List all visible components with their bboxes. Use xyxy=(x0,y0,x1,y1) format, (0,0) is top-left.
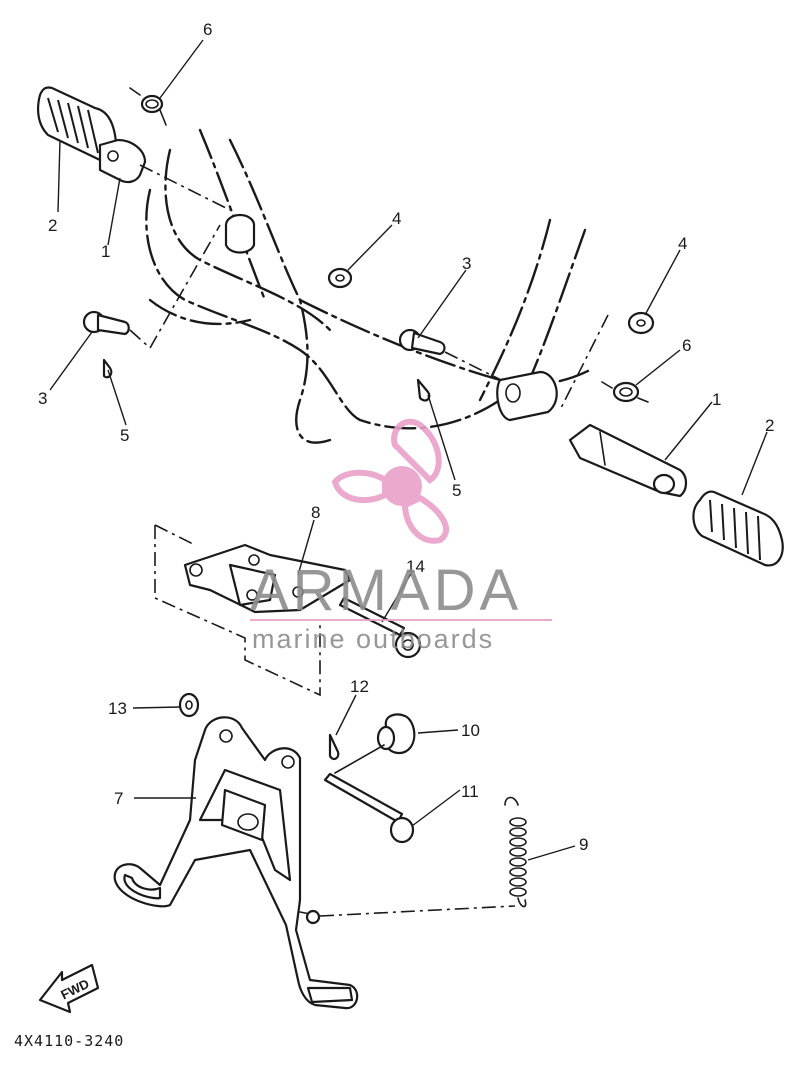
washer-13 xyxy=(178,692,200,718)
washer-4-left xyxy=(327,267,353,289)
callout-6-left: 6 xyxy=(203,20,212,39)
callout-12: 12 xyxy=(350,677,369,696)
callout-2-right: 2 xyxy=(765,416,774,435)
frame-mount-left xyxy=(224,213,256,254)
footrest-rubber-2-left xyxy=(37,86,117,162)
callout-5-left: 5 xyxy=(120,426,129,445)
callout-4-left: 4 xyxy=(392,209,401,228)
footrest-bracket-1-left xyxy=(98,138,231,211)
spring-6-right xyxy=(601,381,649,403)
callout-3-left: 3 xyxy=(38,389,47,408)
callout-5-right: 5 xyxy=(452,481,461,500)
watermark-tagline: marine outboards xyxy=(252,624,494,654)
footrest-rubber-2-right xyxy=(692,490,784,567)
callout-7: 7 xyxy=(114,789,123,808)
cotter-pin-5-right xyxy=(416,378,431,402)
callout-11: 11 xyxy=(461,782,479,801)
frame-mount-right xyxy=(496,370,558,422)
washer-4-right xyxy=(559,311,655,411)
callout-3-right: 3 xyxy=(462,254,471,273)
callout-6-right: 6 xyxy=(682,336,691,355)
callout-14: 14 xyxy=(406,557,425,576)
watermark-brand: ARMADA xyxy=(250,558,522,623)
part-code: 4X4110-3240 xyxy=(14,1032,124,1050)
callout-8: 8 xyxy=(311,503,320,522)
spring-9 xyxy=(319,796,527,917)
cotter-pin-12 xyxy=(328,733,340,761)
stand-bracket-8 xyxy=(154,524,352,697)
center-stand-7 xyxy=(113,716,359,1010)
callout-1-right: 1 xyxy=(712,390,721,409)
callout-4-right: 4 xyxy=(678,234,687,253)
pin-3-right xyxy=(398,328,506,383)
callout-13: 13 xyxy=(108,699,127,718)
callout-1-left: 1 xyxy=(101,242,110,261)
callout-labels: 6 2 1 4 3 5 3 4 6 1 2 5 8 14 12 13 10 7 … xyxy=(38,20,774,854)
fwd-arrow-icon: FWD xyxy=(38,963,100,1014)
callout-9: 9 xyxy=(579,835,588,854)
footrest-bracket-1-right xyxy=(568,423,688,498)
stopper-10 xyxy=(334,713,416,774)
callout-10: 10 xyxy=(461,721,480,740)
pin-3-left xyxy=(82,224,221,350)
watermark: ARMADA marine outboards xyxy=(250,418,552,654)
propeller-logo-icon xyxy=(331,418,449,544)
pin-11 xyxy=(323,772,415,844)
callout-2-left: 2 xyxy=(48,216,57,235)
bolt-14 xyxy=(338,596,422,659)
leader-lines xyxy=(49,39,768,861)
spring-6-left xyxy=(129,87,167,126)
